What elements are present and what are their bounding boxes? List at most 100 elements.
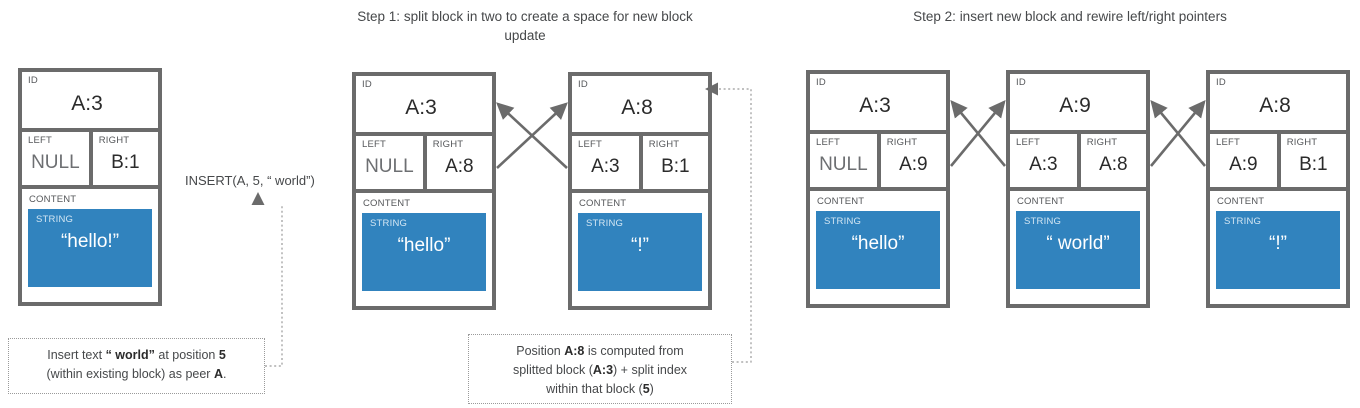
block-s2-a3-string-box: STRING “hello” xyxy=(816,211,940,289)
block-initial-content-cell: CONTENT STRING “hello!” xyxy=(22,189,158,294)
id-label: ID xyxy=(1216,77,1226,88)
note-left-text-g: . xyxy=(222,367,227,381)
block-s2-a8-left-cell: LEFT A:9 xyxy=(1210,134,1281,187)
arrow-s2-a9right-to-a8 xyxy=(1149,99,1206,167)
block-s1-a8-left-cell: LEFT A:3 xyxy=(572,136,643,189)
string-value: “!” xyxy=(631,235,649,256)
string-value: “ world” xyxy=(1046,233,1110,254)
id-label: ID xyxy=(1016,77,1026,88)
block-s1-a3-pointer-row: LEFT NULL RIGHT A:8 xyxy=(356,136,492,193)
left-label: LEFT xyxy=(1016,137,1041,148)
note-left-line2: (within existing block) as peer A. xyxy=(9,365,264,384)
block-s2-a8-string-box: STRING “!” xyxy=(1216,211,1340,289)
note-mid-line1: Position A:8 is computed from xyxy=(469,342,731,361)
block-s2-a3-pointer-row: LEFT NULL RIGHT A:9 xyxy=(810,134,946,191)
note-mid-text-g: within that block ( xyxy=(546,382,643,396)
note-insert-description: Insert text “ world” at position 5 (with… xyxy=(8,338,265,394)
right-value: A:8 xyxy=(445,156,474,177)
string-label: STRING xyxy=(586,218,624,229)
content-label: CONTENT xyxy=(363,198,411,209)
id-label: ID xyxy=(362,79,372,90)
string-label: STRING xyxy=(1024,216,1062,227)
note-mid-text-c: is computed from xyxy=(584,344,684,358)
arrow-s1-right-to-a8 xyxy=(496,102,568,169)
note-mid-text-e: A:3 xyxy=(592,363,614,377)
string-label: STRING xyxy=(36,214,74,225)
string-value: “hello” xyxy=(851,233,905,254)
block-s2-a9-id-cell: ID A:9 xyxy=(1010,74,1146,134)
block-s2-a8-pointer-row: LEFT A:9 RIGHT B:1 xyxy=(1210,134,1346,191)
content-label: CONTENT xyxy=(1017,196,1065,207)
block-s2-a3-id-cell: ID A:3 xyxy=(810,74,946,134)
note-mid-text-h: 5 xyxy=(642,382,650,396)
id-value: A:8 xyxy=(621,96,653,119)
note-mid-text-b: A:8 xyxy=(564,344,585,358)
note-left-text-f: A xyxy=(213,367,223,381)
note-mid-text-a: Position xyxy=(516,344,565,358)
block-s1-a3-right-cell: RIGHT A:8 xyxy=(427,136,492,189)
left-label: LEFT xyxy=(816,137,841,148)
block-s1-a8-string-box: STRING “!” xyxy=(578,213,702,291)
block-s2-a9: ID A:9 LEFT A:3 RIGHT A:8 CONTENT STRING… xyxy=(1006,70,1150,308)
arrow-s1-left-to-a3 xyxy=(496,102,568,169)
left-value: A:3 xyxy=(1029,154,1058,175)
block-s2-a3-right-cell: RIGHT A:9 xyxy=(881,134,946,187)
block-s2-a8: ID A:8 LEFT A:9 RIGHT B:1 CONTENT STRING… xyxy=(1206,70,1350,308)
insert-call-label: INSERT(A, 5, “ world”) xyxy=(185,173,315,188)
arrow-s2-a9left-to-a3 xyxy=(950,99,1007,167)
block-s1-a8-id-cell: ID A:8 xyxy=(572,76,708,136)
block-initial-pointer-row: LEFT NULL RIGHT B:1 xyxy=(22,132,158,189)
content-label: CONTENT xyxy=(29,194,77,205)
id-value: A:3 xyxy=(859,94,891,117)
block-s1-a3-id-cell: ID A:3 xyxy=(356,76,492,136)
note-mid-line2: splitted block (A:3) + split index xyxy=(469,361,731,380)
right-label: RIGHT xyxy=(1086,137,1118,148)
arrow-s2-a8left-to-a9 xyxy=(1150,99,1207,167)
note-mid-text-d: splitted block ( xyxy=(512,363,593,377)
note-left-text-d: 5 xyxy=(218,348,226,362)
block-s2-a3: ID A:3 LEFT NULL RIGHT A:9 CONTENT STRIN… xyxy=(806,70,950,308)
string-label: STRING xyxy=(1224,216,1262,227)
block-s1-a3-string-box: STRING “hello” xyxy=(362,213,486,291)
note-mid-text-f: ) + split index xyxy=(613,363,688,377)
block-s1-a3-content-cell: CONTENT STRING “hello” xyxy=(356,193,492,298)
right-value: B:1 xyxy=(111,152,140,173)
dotted-connector-position xyxy=(718,88,752,363)
block-s2-a9-pointer-row: LEFT A:3 RIGHT A:8 xyxy=(1010,134,1146,191)
block-initial-a3: ID A:3 LEFT NULL RIGHT B:1 CONTENT STRIN… xyxy=(18,68,162,306)
block-s2-a8-right-cell: RIGHT B:1 xyxy=(1281,134,1346,187)
left-value: NULL xyxy=(365,156,414,177)
id-value: A:3 xyxy=(71,92,103,115)
block-s2-a3-left-cell: LEFT NULL xyxy=(810,134,881,187)
id-label: ID xyxy=(816,77,826,88)
step1-title: Step 1: split block in two to create a s… xyxy=(357,9,693,43)
left-label: LEFT xyxy=(362,139,387,150)
block-s2-a8-id-cell: ID A:8 xyxy=(1210,74,1346,134)
note-left-line1: Insert text “ world” at position 5 xyxy=(9,346,264,365)
id-value: A:9 xyxy=(1059,94,1091,117)
block-s2-a9-left-cell: LEFT A:3 xyxy=(1010,134,1081,187)
content-label: CONTENT xyxy=(817,196,865,207)
note-left-text-c: at position xyxy=(154,348,219,362)
arrowhead-insert-up xyxy=(251,192,265,205)
right-label: RIGHT xyxy=(648,139,680,150)
left-value: NULL xyxy=(31,152,80,173)
right-label: RIGHT xyxy=(98,135,130,146)
block-initial-id-cell: ID A:3 xyxy=(22,72,158,132)
left-label: LEFT xyxy=(1216,137,1241,148)
left-label: LEFT xyxy=(578,139,603,150)
left-value: NULL xyxy=(819,154,868,175)
block-s1-a3: ID A:3 LEFT NULL RIGHT A:8 CONTENT STRIN… xyxy=(352,72,496,310)
block-s1-a8: ID A:8 LEFT A:3 RIGHT B:1 CONTENT STRING… xyxy=(568,72,712,310)
string-value: “!” xyxy=(1269,233,1287,254)
right-label: RIGHT xyxy=(886,137,918,148)
block-s2-a3-content-cell: CONTENT STRING “hello” xyxy=(810,191,946,296)
content-label: CONTENT xyxy=(1217,196,1265,207)
note-mid-line3: within that block (5) xyxy=(469,380,731,399)
left-label: LEFT xyxy=(28,135,53,146)
string-value: “hello!” xyxy=(60,231,120,252)
note-mid-text-i: ) xyxy=(649,382,654,396)
id-value: A:3 xyxy=(405,96,437,119)
block-s2-a9-content-cell: CONTENT STRING “ world” xyxy=(1010,191,1146,296)
block-s2-a9-string-box: STRING “ world” xyxy=(1016,211,1140,289)
